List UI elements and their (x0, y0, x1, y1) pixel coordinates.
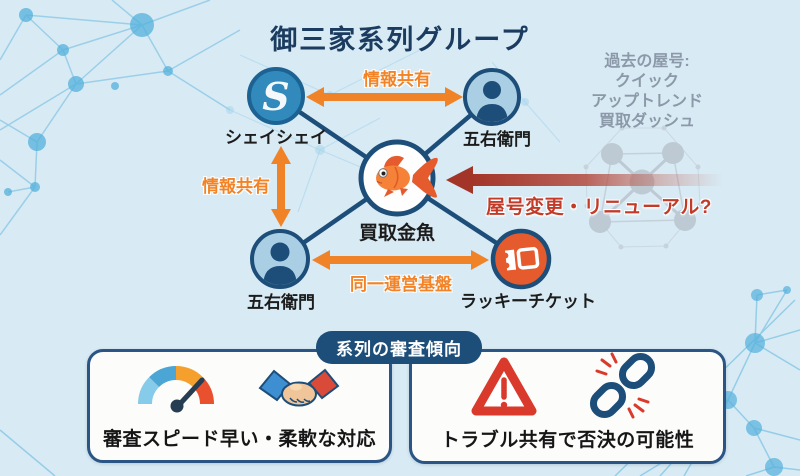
node-label-lucky-ticket: ラッキーチケット (460, 292, 596, 311)
negative-review-text: トラブル共有で否決の可能性 (440, 430, 695, 451)
past-trade-names: 過去の屋号: クイック アップトレンド 買取ダッシュ (591, 52, 703, 132)
node-label-goemon-bottom: 五右衛門 (247, 293, 315, 312)
edge-label-bottom: 同一運営基盤 (350, 275, 452, 294)
positive-review-text: 審査スピード早い・柔軟な対応 (102, 429, 376, 450)
past-name-item: 買取ダッシュ (598, 113, 696, 130)
review-tendency-badge: 系列の審査傾向 (316, 331, 482, 364)
node-label-kaitori-kingyo: 買取金魚 (358, 223, 436, 244)
past-name-item: アップトレンド (590, 93, 704, 110)
node-label-goemon-top: 五右衛門 (463, 130, 531, 149)
node-label-shakeshake: シェイシェイ (225, 128, 327, 147)
positive-review-panel: 審査スピード早い・柔軟な対応 (87, 349, 392, 463)
negative-review-panel: トラブル共有で否決の可能性 (409, 349, 726, 464)
past-name-item: クイック (614, 73, 680, 90)
page-title: 御三家系列グループ (270, 25, 530, 55)
edge-label-left: 情報共有 (202, 177, 270, 196)
past-names-heading: 過去の屋号: (604, 53, 690, 70)
edge-label-top: 情報共有 (363, 70, 431, 89)
rename-annotation: 屋号変更・リニューアル? (486, 197, 712, 218)
ghost-cluster-graphic (583, 125, 703, 250)
